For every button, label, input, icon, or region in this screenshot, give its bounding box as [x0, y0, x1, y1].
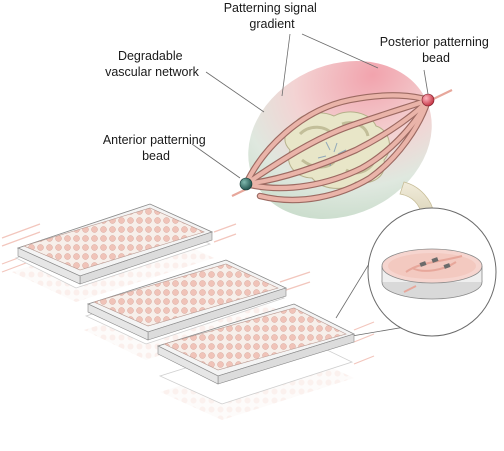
plate-stack-right [156, 303, 356, 420]
posterior-bead-label: Posterior patterning bead [380, 35, 493, 65]
posterior-patterning-bead [421, 93, 435, 107]
vascular-network-label: Degradable vascular network [105, 49, 200, 79]
plate-stack-middle [84, 259, 288, 360]
multiwell-plates [1, 203, 375, 420]
leader-lines [191, 33, 429, 179]
anterior-bead-label: Anterior patterning bead [103, 133, 209, 163]
anterior-patterning-bead [239, 177, 253, 191]
gradient-label: Patterning signal gradient [224, 1, 321, 31]
plate-stack-left [12, 203, 214, 302]
patterning-organoid [231, 61, 453, 219]
vascular-network [242, 92, 432, 204]
magnified-dish-icon [335, 207, 497, 337]
